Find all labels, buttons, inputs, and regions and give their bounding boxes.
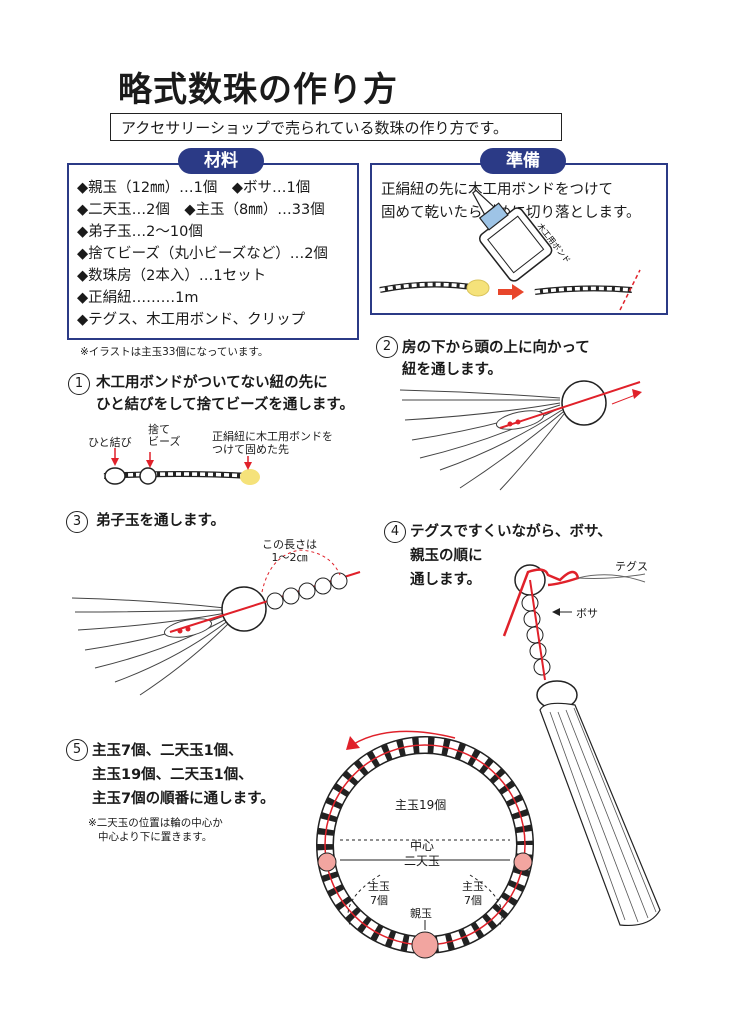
materials-heading: 材料: [178, 148, 264, 174]
step-3-text: 弟子玉を通します。: [96, 513, 226, 529]
material-item: ◆数珠房（2本入）…1セット: [77, 268, 267, 284]
label-oya: 親玉: [410, 907, 432, 920]
step1-cord-illustration: [103, 448, 260, 485]
label-center: 中心: [410, 839, 435, 853]
label-knot: ひと結び: [88, 436, 132, 449]
prep-cord-left: [379, 279, 490, 297]
step-1-text: 木工用ボンドがついてない紐の先に: [96, 375, 328, 391]
step-1-text: ひと結びをして捨てビーズを通します。: [96, 397, 354, 413]
material-item: ◆親玉（12㎜）…1個 ◆ボサ…1個: [77, 180, 311, 196]
step-2-number: 2: [376, 336, 398, 358]
label-tegusu: テグス: [615, 560, 648, 573]
step3-tassel-illustration: [71, 549, 361, 696]
step-4-number: 4: [384, 521, 406, 543]
step-5-note: 中心より下に置きます。: [98, 831, 213, 843]
preparation-text: 正絹紐の先に木工用ボンドをつけて: [381, 182, 613, 198]
step-5-text: 主玉19個、二天玉1個、: [92, 767, 253, 783]
material-item: ◆正絹紐………1m: [77, 290, 199, 306]
step-1-number: 1: [68, 373, 90, 395]
step-5-text: 主玉7個、二天玉1個、: [92, 743, 243, 759]
material-item: ◆捨てビーズ（丸小ビーズなど）…2個: [77, 246, 328, 262]
step-4-text: 通します。: [410, 572, 482, 588]
material-item: ◆テグス、木工用ボンド、クリップ: [77, 312, 306, 328]
step5-ring-illustration: [316, 730, 534, 959]
label-length: この長さは 1〜2㎝: [262, 538, 317, 564]
step-5-number: 5: [66, 739, 88, 761]
subtitle: アクセサリーショップで売られている数珠の作り方です。: [110, 113, 562, 141]
label-main-7-left: 主玉 7個: [368, 880, 390, 907]
step2-tassel-illustration: [399, 380, 642, 491]
glue-bottle-illustration: 木工用ボンド: [472, 189, 573, 282]
material-item: ◆弟子玉…2〜10個: [77, 224, 203, 240]
label-main-19: 主玉19個: [395, 798, 447, 812]
label-cord-tip: 正絹紐に木工用ボンドを つけて固めた先: [212, 430, 333, 456]
step-4-text: テグスですくいながら、ボサ、: [410, 524, 612, 540]
step-5-note: ※二天玉の位置は輪の中心か: [88, 817, 223, 829]
preparation-heading: 準備: [480, 148, 566, 174]
label-sute-bead: 捨て ビーズ: [148, 423, 181, 448]
label-bosa: ボサ: [576, 607, 598, 620]
label-main-7-right: 主玉 7個: [462, 880, 484, 907]
prep-cord-right: [534, 269, 641, 311]
step-2-text: 房の下から頭の上に向かって: [402, 340, 590, 356]
label-niten: 二天玉: [404, 854, 441, 868]
step-4-text: 親玉の順に: [410, 548, 483, 564]
page-title: 略式数珠の作り方: [118, 70, 398, 110]
step-5-text: 主玉7個の順番に通します。: [92, 791, 275, 807]
materials-note: ※イラストは主玉33個になっています。: [80, 346, 269, 358]
step4-tassel-illustration: [502, 564, 661, 927]
step-3-number: 3: [66, 511, 88, 533]
arrow-head-icon: [512, 284, 524, 300]
material-item: ◆二天玉…2個 ◆主玉（8㎜）…33個: [77, 202, 325, 218]
step-2-text: 紐を通します。: [402, 362, 503, 378]
